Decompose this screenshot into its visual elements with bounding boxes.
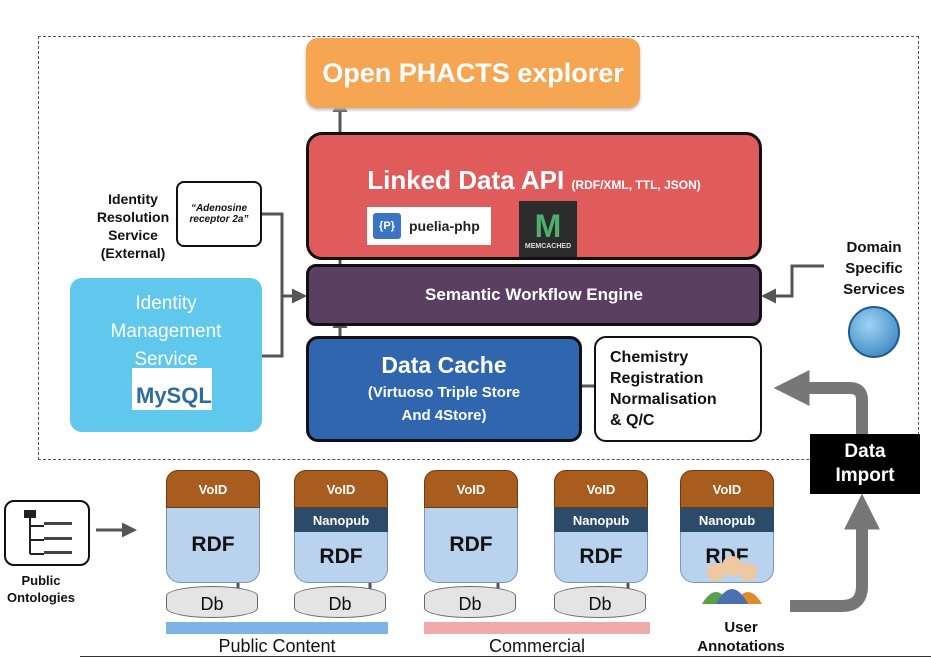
store-2: VoID Nanopub RDF [294, 470, 388, 583]
lda-subtitle: (RDF/XML, TTL, JSON) [571, 178, 701, 192]
chem-line: & Q/C [610, 412, 655, 429]
void-layer: VoID [294, 470, 388, 508]
store-1: VoID RDF [166, 470, 260, 583]
arrow-users-to-import [790, 493, 880, 612]
commercial-label: Commercial [488, 636, 585, 656]
public-content-bar [166, 622, 388, 634]
arrow-adeno-to-swe [262, 212, 307, 304]
idm-line: Management [110, 321, 222, 342]
db-cylinder: Db [554, 586, 646, 618]
explorer-label: Open PHACTS explorer [322, 57, 624, 88]
cache-line2: And 4Store) [401, 406, 487, 424]
memcached-m-icon: M [534, 207, 562, 244]
arrow-idm-to-swe [262, 296, 284, 358]
adenosine-query-box: “Adenosine receptor 2a” [176, 181, 262, 247]
chem-line: Normalisation [610, 391, 717, 408]
dss-line: Specific [845, 260, 903, 277]
idm-line: Identity [135, 293, 197, 314]
irs-line: Resolution [96, 209, 170, 225]
data-import-line: Data [844, 441, 886, 462]
puelia-label: puelia-php [409, 218, 480, 234]
puelia-logo: {P} puelia-php [367, 207, 491, 245]
ontologies-line: Public [21, 573, 61, 588]
arrow-import-to-chem [773, 370, 868, 434]
irs-line: Service [108, 227, 158, 243]
store-3: VoID RDF [424, 470, 518, 583]
void-layer: VoID [424, 470, 518, 508]
user-annotations-label: User Annotations [676, 618, 806, 656]
arrow-dss-to-swe [761, 264, 824, 304]
idm-line: Service [134, 349, 198, 370]
memcached-label: MEMCACHED [524, 242, 572, 250]
memcached-logo: M MEMCACHED [519, 201, 577, 257]
domain-specific-services: Domain Specific Services [828, 237, 920, 300]
rdf-layer: RDF [294, 532, 388, 583]
rdf-layer: RDF [554, 532, 648, 583]
ua-line: Annotations [697, 638, 785, 655]
adeno-line: “Adenosine [190, 203, 248, 214]
data-import: Data Import [810, 434, 920, 494]
dss-line: Services [843, 281, 905, 298]
cache-title: Data Cache [381, 351, 507, 378]
ontology-tree-icon [4, 500, 90, 566]
data-cache: Data Cache (Virtuoso Triple Store And 4S… [306, 336, 582, 442]
semantic-workflow-engine: Semantic Workflow Engine [306, 264, 762, 326]
platform-boundary [38, 36, 919, 460]
void-layer: VoID [554, 470, 648, 508]
public-ontologies-label: Public Ontologies [0, 572, 82, 606]
irs-line: Identity [108, 191, 158, 207]
puelia-house-icon: {P} [373, 213, 401, 239]
lda-title: Linked Data API (RDF/XML, TTL, JSON) [367, 165, 701, 196]
chemistry-registration: Chemistry Registration Normalisation & Q… [594, 336, 762, 442]
commercial-bar [424, 622, 650, 634]
public-content-label: Public Content [218, 636, 336, 656]
rdf-layer: RDF [424, 508, 518, 583]
lda-title-text: Linked Data API [367, 165, 565, 195]
rdf-layer: RDF [166, 508, 260, 583]
irs-line: (External) [100, 245, 166, 261]
db-cylinder: Db [166, 586, 258, 618]
open-phacts-explorer: Open PHACTS explorer [306, 38, 640, 108]
dss-line: Domain [846, 239, 902, 256]
identity-management-service: Identity Management Service MySQL [70, 278, 262, 432]
adeno-line: receptor 2a” [189, 214, 249, 225]
swe-label: Semantic Workflow Engine [425, 285, 643, 304]
nanopub-layer: Nanopub [294, 508, 388, 532]
mysql-logo: MySQL [132, 368, 212, 410]
identity-resolution-service: Identity Resolution Service (External) [80, 190, 186, 262]
mysql-label: MySQL [136, 383, 212, 408]
bottom-rule [80, 656, 931, 657]
nanopub-layer: Nanopub [680, 508, 774, 532]
ua-line: User [724, 619, 758, 636]
store-4: VoID Nanopub RDF [554, 470, 648, 583]
data-import-line: Import [835, 465, 895, 486]
db-cylinder: Db [424, 586, 516, 618]
services-gear-icon [848, 306, 900, 358]
chem-line: Registration [610, 370, 704, 387]
db-cylinder: Db [294, 586, 386, 618]
ontologies-line: Ontologies [7, 590, 75, 605]
chem-line: Chemistry [610, 349, 689, 366]
void-layer: VoID [166, 470, 260, 508]
nanopub-layer: Nanopub [554, 508, 648, 532]
void-layer: VoID [680, 470, 774, 508]
cache-line1: (Virtuoso Triple Store [367, 383, 521, 401]
linked-data-api: Linked Data API (RDF/XML, TTL, JSON) {P}… [306, 132, 762, 260]
